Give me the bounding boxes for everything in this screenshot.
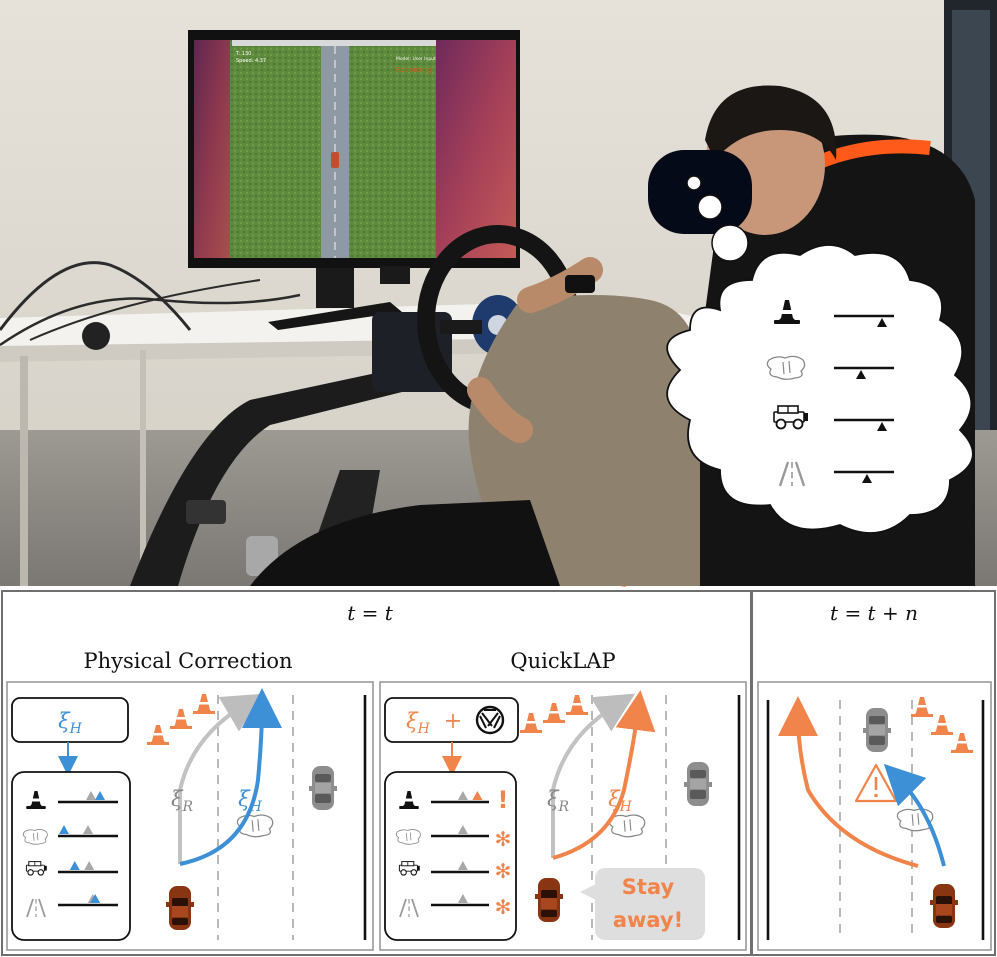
panel-later — [751, 590, 996, 956]
physical-preference-box — [11, 771, 131, 941]
quicklap-ego-car — [535, 878, 563, 922]
bubble-slider-knob-2 — [877, 422, 887, 431]
bubble-slider-knob-0 — [877, 318, 887, 327]
quicklap-freeze-pothole-icon: ✻ — [495, 827, 512, 851]
monitor: T: 130 Speed: 4.37 Model: User Input Rec… — [188, 30, 520, 330]
speech-line-2: away! — [613, 908, 683, 932]
quicklap-xi-r-label: ξR — [547, 787, 570, 815]
quicklap-marker-cone: ! — [498, 786, 509, 814]
physical-xi-h-box — [11, 697, 129, 743]
monitor-mode: Model: User Input — [396, 56, 436, 62]
quicklap-row-old-marker-3 — [457, 894, 468, 903]
physical-row-new-marker-2 — [69, 861, 80, 870]
physical-row-new-marker-3 — [90, 894, 101, 903]
later-road-panel — [757, 681, 992, 951]
later-orange-trajectory — [778, 696, 919, 868]
quicklap-freeze-lanes-icon: ✻ — [495, 895, 512, 919]
time-now-label: t = t — [347, 601, 394, 625]
quicklap-robot-trajectory — [551, 693, 636, 858]
thought-cloud — [666, 244, 974, 534]
physical-xi-h-road-label: ξH — [238, 787, 263, 815]
quicklap-row-new-marker-0 — [472, 791, 483, 800]
quicklap-xi-h-label: ξH — [406, 709, 431, 737]
openai-logo-icon — [475, 705, 505, 735]
speech-bubble: Stay away! — [580, 868, 705, 940]
physical-xi-h-label: ξH — [58, 709, 83, 737]
later-ego-car — [930, 884, 958, 928]
quicklap-gray-car — [684, 762, 712, 806]
monitor-speed: Speed: 4.37 — [236, 58, 266, 64]
later-blue-trajectory — [883, 763, 946, 867]
bubble-sliders — [834, 314, 894, 483]
physical-row-new-marker-1 — [59, 825, 69, 834]
quicklap-xi-h-road-label: ξH — [608, 787, 633, 815]
quicklap-panel: ξH + ! ✻ ✻ ✻ ξR ξH Stay aw — [379, 681, 747, 951]
quicklap-slider-rows — [431, 791, 489, 907]
quicklap-freeze-jeep-icon: ✻ — [495, 859, 512, 883]
quicklap-human-trajectory — [552, 690, 656, 860]
physical-slider-rows — [58, 791, 118, 907]
photo-scene: T: 130 Speed: 4.37 Model: User Input Rec… — [0, 0, 997, 587]
physical-row-old-marker-1 — [83, 825, 93, 834]
quicklap-row-old-marker-1 — [457, 825, 468, 834]
quicklap-title: QuickLAP — [510, 649, 615, 673]
quicklap-plus: + — [444, 709, 462, 734]
physical-row-old-marker-0 — [86, 791, 96, 800]
puck — [82, 322, 110, 350]
quicklap-row-old-marker-0 — [457, 791, 468, 800]
physical-row-new-marker-0 — [95, 791, 105, 800]
bubble-pothole-icon — [766, 355, 806, 380]
physical-pothole-icon — [22, 829, 48, 845]
quicklap-preference-box — [384, 771, 517, 941]
time-later-label: t = t + n — [830, 601, 918, 625]
physical-human-trajectory — [179, 688, 282, 866]
physical-xi-r-label: ξR — [171, 787, 194, 815]
simulated-car — [331, 152, 339, 168]
physical-correction-title: Physical Correction — [84, 649, 293, 673]
thought-dark-cloud — [648, 150, 752, 234]
speech-line-1: Stay — [622, 875, 675, 899]
physical-row-old-marker-2 — [84, 861, 95, 870]
monitor-recording: Recording — [396, 66, 431, 74]
quicklap-pothole-icon — [395, 829, 421, 845]
quicklap-row-old-marker-2 — [457, 861, 468, 870]
physical-gray-car — [309, 766, 337, 810]
later-gray-car — [863, 708, 891, 752]
bubble-slider-knob-3 — [862, 474, 872, 483]
physical-correction-panel: ξH ξR ξH — [6, 681, 374, 951]
physical-ego-car — [166, 886, 194, 930]
monitor-time: T: 130 — [235, 51, 251, 57]
physical-robot-trajectory — [178, 693, 264, 864]
bubble-slider-knob-1 — [856, 370, 866, 379]
quicklap-road-pothole — [608, 814, 646, 838]
thought-bubble — [648, 150, 974, 534]
